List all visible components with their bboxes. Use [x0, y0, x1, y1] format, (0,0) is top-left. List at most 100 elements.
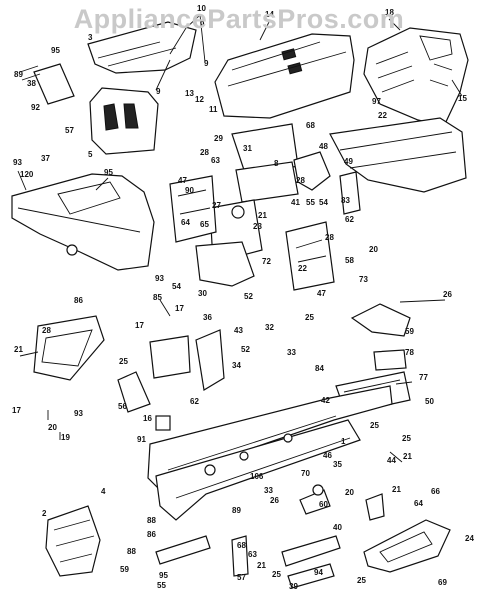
callout-41: 41 — [291, 198, 300, 207]
callout-33: 33 — [287, 348, 296, 357]
callout-28: 28 — [325, 233, 334, 242]
callout-68: 68 — [237, 541, 246, 550]
callout-49: 49 — [344, 157, 353, 166]
callout-17: 17 — [135, 321, 144, 330]
callout-21: 21 — [258, 211, 267, 220]
callout-93: 93 — [13, 158, 22, 167]
callout-29: 29 — [214, 134, 223, 143]
callout-17: 17 — [175, 304, 184, 313]
callout-36: 36 — [203, 313, 212, 322]
callout-66: 66 — [431, 487, 440, 496]
side-panel — [329, 117, 467, 193]
callout-65: 65 — [200, 220, 209, 229]
callout-88: 88 — [147, 516, 156, 525]
callout-21: 21 — [392, 485, 401, 494]
callout-89: 89 — [232, 506, 241, 515]
callout-52: 52 — [241, 345, 250, 354]
callout-70: 70 — [301, 469, 310, 478]
leader-lines — [17, 14, 463, 463]
callout-78: 78 — [405, 348, 414, 357]
callout-50: 50 — [425, 397, 434, 406]
callout-32: 32 — [265, 323, 274, 332]
callout-89: 89 — [14, 70, 23, 79]
callout-63: 63 — [248, 550, 257, 559]
callout-28: 28 — [200, 148, 209, 157]
callout-33: 33 — [264, 486, 273, 495]
callout-14: 14 — [265, 10, 274, 19]
callout-69: 69 — [438, 578, 447, 587]
panel-64 — [169, 175, 217, 243]
callout-72: 72 — [262, 257, 271, 266]
callout-97: 97 — [372, 97, 381, 106]
callout-47: 47 — [178, 176, 187, 185]
callout-17: 17 — [12, 406, 21, 415]
plate-78 — [373, 349, 407, 371]
callout-91: 91 — [137, 435, 146, 444]
callout-52: 52 — [244, 292, 253, 301]
callout-22: 22 — [298, 264, 307, 273]
callout-15: 15 — [458, 94, 467, 103]
callout-95: 95 — [159, 571, 168, 580]
callout-85: 85 — [153, 293, 162, 302]
callout-9: 9 — [156, 87, 161, 96]
callout-93: 93 — [155, 274, 164, 283]
callout-24: 24 — [465, 534, 474, 543]
callout-23: 23 — [253, 222, 262, 231]
callout-10: 10 — [197, 4, 206, 13]
callout-20: 20 — [345, 488, 354, 497]
callout-54: 54 — [172, 282, 181, 291]
callout-94: 94 — [314, 568, 323, 577]
callout-46: 46 — [323, 451, 332, 460]
callout-56: 56 — [118, 402, 127, 411]
callout-63: 63 — [211, 156, 220, 165]
callout-84: 84 — [315, 364, 324, 373]
bracket-48 — [293, 151, 361, 215]
hood — [214, 33, 355, 119]
callout-62: 62 — [345, 215, 354, 224]
callout-44: 44 — [387, 456, 396, 465]
callout-25: 25 — [357, 576, 366, 585]
main-frame — [147, 385, 393, 521]
callout-35: 35 — [333, 460, 342, 469]
callout-4: 4 — [101, 487, 106, 496]
callout-21: 21 — [14, 345, 23, 354]
footrest-right — [363, 519, 451, 573]
callout-19: 19 — [61, 433, 70, 442]
callout-21: 21 — [257, 561, 266, 570]
callout-37: 37 — [41, 154, 50, 163]
callout-11: 11 — [209, 105, 218, 114]
callout-86: 86 — [147, 530, 156, 539]
callout-64: 64 — [414, 499, 423, 508]
callout-68: 68 — [306, 121, 315, 130]
callout-26: 26 — [270, 496, 279, 505]
steering-support — [195, 123, 299, 287]
callout-31: 31 — [243, 144, 252, 153]
callout-64: 64 — [181, 218, 190, 227]
callout-27: 27 — [212, 201, 221, 210]
plate-59 — [350, 303, 411, 337]
callout-59: 59 — [405, 327, 414, 336]
callout-77: 77 — [419, 373, 428, 382]
callout-57: 57 — [237, 573, 246, 582]
callout-16: 16 — [143, 414, 152, 423]
callout-88: 88 — [127, 547, 136, 556]
callout-106: 106 — [250, 472, 264, 481]
callout-20: 20 — [48, 423, 57, 432]
bracket-43 — [149, 329, 225, 391]
callout-1: 1 — [341, 437, 346, 446]
callout-20: 20 — [369, 245, 378, 254]
callout-34: 34 — [232, 361, 241, 370]
callout-90: 90 — [185, 186, 194, 195]
callout-13: 13 — [185, 89, 194, 98]
callout-47: 47 — [317, 289, 326, 298]
callout-26: 26 — [443, 290, 452, 299]
callout-58: 58 — [345, 256, 354, 265]
lower-links — [155, 484, 385, 589]
callout-73: 73 — [359, 275, 368, 284]
callout-92: 92 — [31, 103, 40, 112]
fender — [11, 173, 155, 271]
bracket-56 — [117, 371, 151, 413]
